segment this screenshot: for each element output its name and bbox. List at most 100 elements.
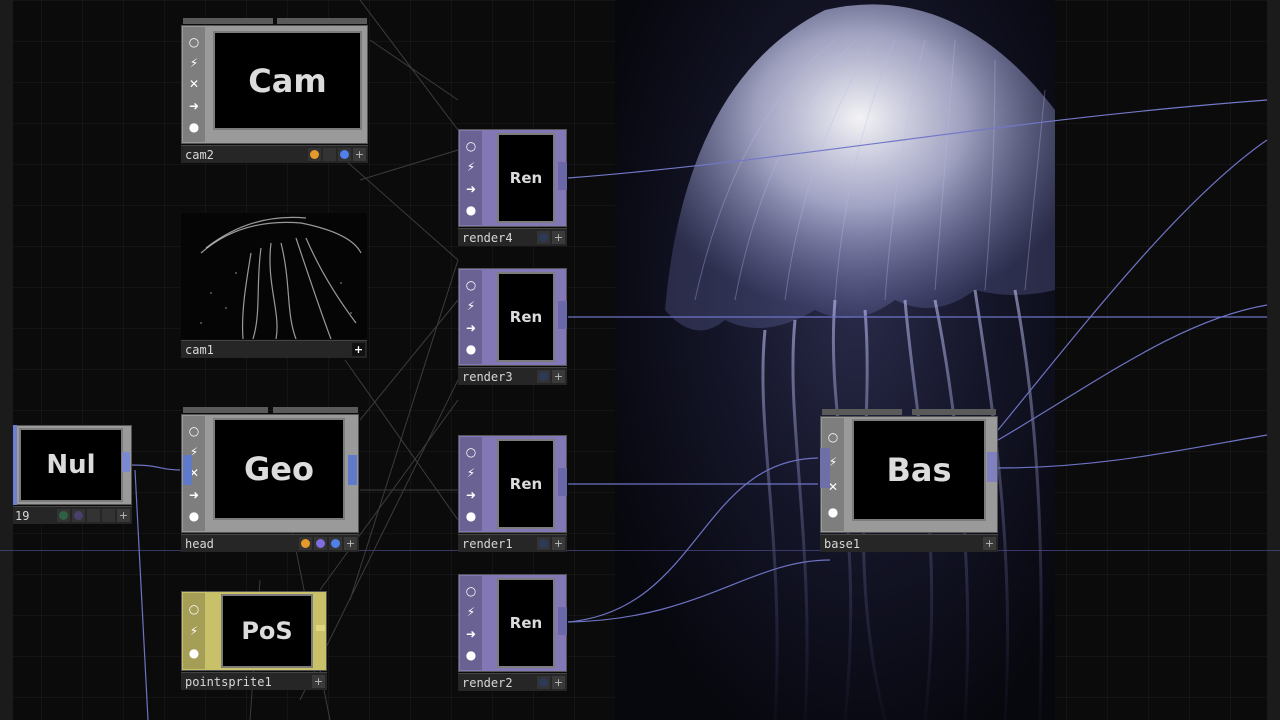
input-port[interactable] xyxy=(13,425,17,505)
orange-dot-icon[interactable] xyxy=(308,148,321,161)
close-icon[interactable]: ✕ xyxy=(827,480,839,494)
arrow-right-icon[interactable]: ➜ xyxy=(465,181,477,196)
output-port[interactable] xyxy=(558,301,567,329)
arrow-right-icon[interactable]: ➜ xyxy=(188,98,200,113)
plus-icon[interactable]: + xyxy=(344,537,357,550)
bypass-icon[interactable]: ⚡ xyxy=(466,466,476,481)
node-name[interactable]: render2 xyxy=(462,675,513,690)
node-name[interactable]: render3 xyxy=(462,369,513,384)
arrow-right-icon[interactable]: ➜ xyxy=(465,626,477,641)
circle-icon[interactable]: ○ xyxy=(188,35,200,50)
node-viewer[interactable]: Ren xyxy=(499,135,553,221)
node-viewer[interactable]: Cam xyxy=(215,33,360,128)
bypass-icon[interactable]: ⚡ xyxy=(466,160,476,175)
node-body[interactable]: ○ ⚡ ➜ ● Ren xyxy=(458,574,567,672)
node-viewer[interactable]: Geo xyxy=(215,420,343,518)
node-viewer[interactable]: Ren xyxy=(499,274,553,360)
circle-icon[interactable]: ○ xyxy=(827,430,839,444)
node-name-bar[interactable]: pointsprite1 + xyxy=(181,672,327,690)
bypass-icon[interactable]: ⚡ xyxy=(189,56,199,71)
node-name-bar[interactable]: head + xyxy=(181,534,359,552)
purple-dot-icon[interactable] xyxy=(314,537,327,550)
bypass-icon[interactable]: ⚡ xyxy=(189,445,199,460)
node-name-bar[interactable]: cam2 + xyxy=(181,145,368,163)
plus-icon[interactable]: + xyxy=(312,675,325,688)
node-name[interactable]: 19 xyxy=(15,508,30,523)
close-icon[interactable]: ✕ xyxy=(188,466,200,481)
plus-icon[interactable]: + xyxy=(983,537,996,550)
node-viewer[interactable]: Ren xyxy=(499,441,553,527)
dark-dot-icon[interactable] xyxy=(323,148,336,161)
plus-icon[interactable]: + xyxy=(117,509,130,522)
node-body[interactable]: ○ ⚡ ➜ ● Ren xyxy=(458,129,567,227)
green-dot-icon[interactable] xyxy=(57,509,70,522)
lock-icon[interactable]: ● xyxy=(465,647,477,662)
close-icon[interactable]: ✕ xyxy=(188,77,200,92)
input-port[interactable] xyxy=(183,455,192,485)
input-port[interactable] xyxy=(820,448,830,488)
node-name[interactable]: render4 xyxy=(462,230,513,245)
bypass-icon[interactable]: ⚡ xyxy=(828,455,838,469)
circle-icon[interactable]: ○ xyxy=(465,445,477,460)
node-name-bar[interactable]: cam1 + xyxy=(181,340,367,358)
lock-icon[interactable]: ● xyxy=(188,508,200,523)
node-viewer[interactable]: PoS xyxy=(223,596,311,666)
plus-icon[interactable]: + xyxy=(353,148,366,161)
dark-dot-icon[interactable] xyxy=(537,537,550,550)
blue-dot-icon[interactable] xyxy=(329,537,342,550)
purple-dot-icon[interactable] xyxy=(72,509,85,522)
lock-icon[interactable]: ● xyxy=(188,646,200,660)
circle-icon[interactable]: ○ xyxy=(465,584,477,599)
plus-icon[interactable]: + xyxy=(552,370,565,383)
node-body[interactable]: ○ ⚡ ✕ ● Bas xyxy=(820,416,998,533)
node-name-bar[interactable]: render1 + xyxy=(458,534,567,552)
lock-icon[interactable]: ● xyxy=(465,508,477,523)
node-name-bar[interactable]: base1 + xyxy=(820,534,998,552)
lock-icon[interactable]: ● xyxy=(465,341,477,356)
node-viewer[interactable]: Ren xyxy=(499,580,553,666)
arrow-right-icon[interactable]: ➜ xyxy=(188,487,200,502)
node-name[interactable]: head xyxy=(185,536,214,551)
circle-icon[interactable]: ○ xyxy=(465,278,477,293)
node-name[interactable]: base1 xyxy=(824,536,861,551)
bypass-icon[interactable]: ⚡ xyxy=(466,299,476,314)
bypass-icon[interactable]: ⚡ xyxy=(189,624,199,638)
circle-icon[interactable]: ○ xyxy=(465,139,477,154)
lock-icon[interactable]: ● xyxy=(465,202,477,217)
node-name[interactable]: cam2 xyxy=(185,147,214,162)
arrow-right-icon[interactable]: ➜ xyxy=(465,487,477,502)
circle-icon[interactable]: ○ xyxy=(188,602,200,616)
node-viewer[interactable]: Nul xyxy=(21,430,121,500)
blue-dot-icon[interactable] xyxy=(338,148,351,161)
node-viewer[interactable]: Bas xyxy=(854,421,984,519)
dark-dot-icon[interactable] xyxy=(537,676,550,689)
output-port[interactable] xyxy=(558,468,567,496)
output-port[interactable] xyxy=(122,452,130,472)
node-body[interactable]: ○ ⚡ ✕ ➜ ● Cam xyxy=(181,25,368,144)
output-port[interactable] xyxy=(558,607,567,635)
dark-dot-icon[interactable] xyxy=(102,509,115,522)
node-name[interactable]: cam1 xyxy=(185,342,214,357)
output-port[interactable] xyxy=(987,452,997,482)
output-port[interactable] xyxy=(558,162,567,190)
arrow-right-icon[interactable]: ➜ xyxy=(465,320,477,335)
lock-icon[interactable]: ● xyxy=(188,119,200,134)
node-name[interactable]: pointsprite1 xyxy=(185,674,272,689)
plus-icon[interactable]: + xyxy=(552,231,565,244)
orange-dot-icon[interactable] xyxy=(299,537,312,550)
node-body[interactable]: Nul xyxy=(13,425,132,505)
node-name-bar[interactable]: render2 + xyxy=(458,673,567,691)
node-body[interactable]: ○ ⚡ ➜ ● Ren xyxy=(458,435,567,533)
node-name-bar[interactable]: render3 + xyxy=(458,367,567,385)
plus-icon[interactable]: + xyxy=(552,537,565,550)
node-viewer-image[interactable] xyxy=(181,213,367,339)
node-body[interactable]: ○ ⚡ ● PoS xyxy=(181,591,327,671)
node-name[interactable]: render1 xyxy=(462,536,513,551)
dark-dot-icon[interactable] xyxy=(537,231,550,244)
node-name-bar[interactable]: 19 + xyxy=(13,506,132,524)
dark-dot-icon[interactable] xyxy=(87,509,100,522)
dark-dot-icon[interactable] xyxy=(537,370,550,383)
node-body[interactable]: ○ ⚡ ✕ ➜ ● Geo xyxy=(181,414,359,533)
node-body[interactable]: ○ ⚡ ➜ ● Ren xyxy=(458,268,567,366)
bypass-icon[interactable]: ⚡ xyxy=(466,605,476,620)
